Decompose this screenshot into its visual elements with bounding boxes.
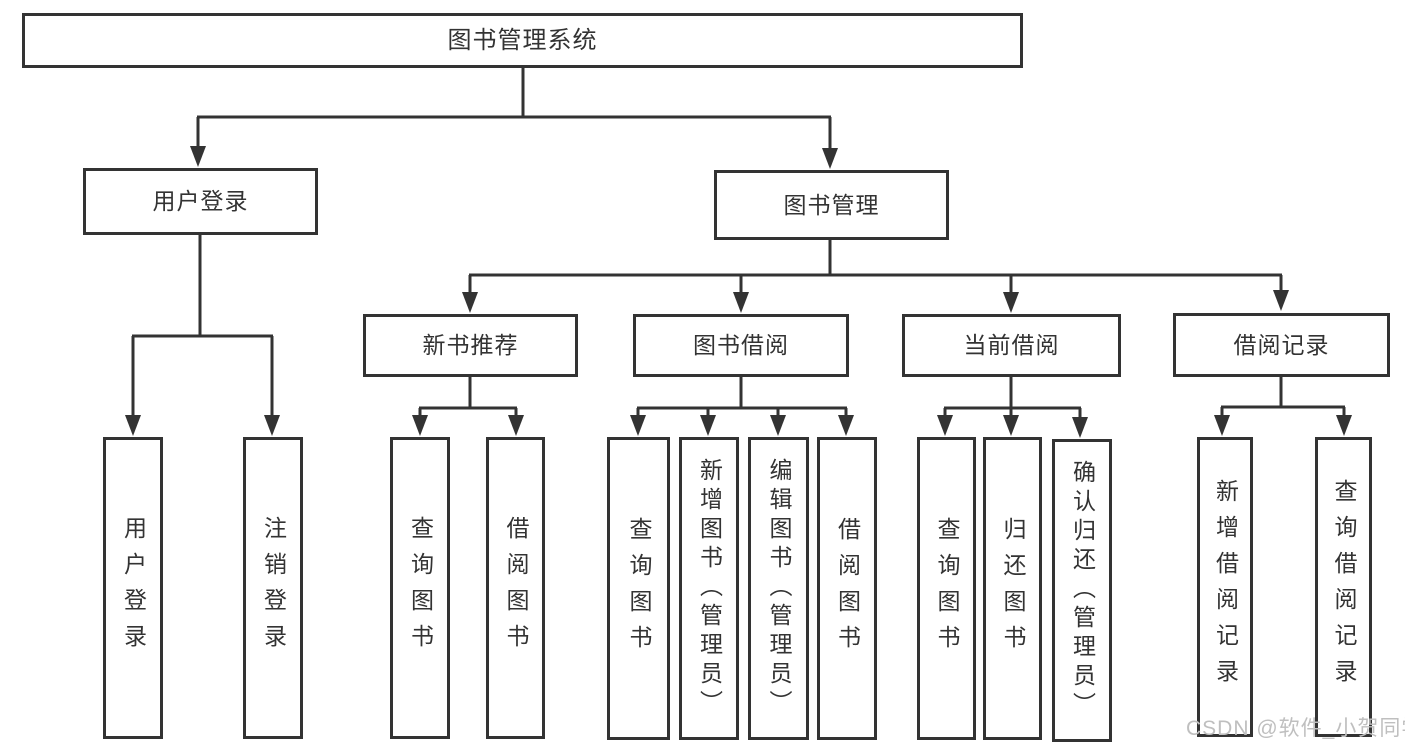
leaf-current-confirm-return-admin: 确认归还（管理员） [1052,439,1112,742]
node-root-system: 图书管理系统 [22,13,1023,68]
arrowheads [125,117,1352,438]
leaf-recommend-borrow-books: 借阅图书 [486,437,545,739]
leaf-user-login: 用户登录 [103,437,163,739]
leaf-borrow-query-books: 查询图书 [607,437,670,740]
csdn-watermark: CSDN @软件_小贺同学 [1186,717,1405,740]
node-book-borrow: 图书借阅 [633,314,849,377]
leaf-recommend-query-books: 查询图书 [390,437,450,739]
node-book-management: 图书管理 [714,170,949,240]
leaf-current-return-books: 归还图书 [983,437,1042,740]
leaf-borrow-add-books-admin: 新增图书（管理员） [679,437,739,740]
leaf-borrow-borrow-books: 借阅图书 [817,437,877,740]
node-new-book-recommend: 新书推荐 [363,314,578,377]
leaf-borrow-edit-books-admin: 编辑图书（管理员） [748,437,809,740]
node-current-borrow: 当前借阅 [902,314,1121,377]
node-borrow-records: 借阅记录 [1173,313,1390,377]
leaf-records-query-record: 查询借阅记录 [1315,437,1372,737]
leaf-current-query-books: 查询图书 [917,437,976,740]
leaf-logout: 注销登录 [243,437,303,739]
node-user-login: 用户登录 [83,168,318,235]
leaf-records-add-record: 新增借阅记录 [1197,437,1253,737]
